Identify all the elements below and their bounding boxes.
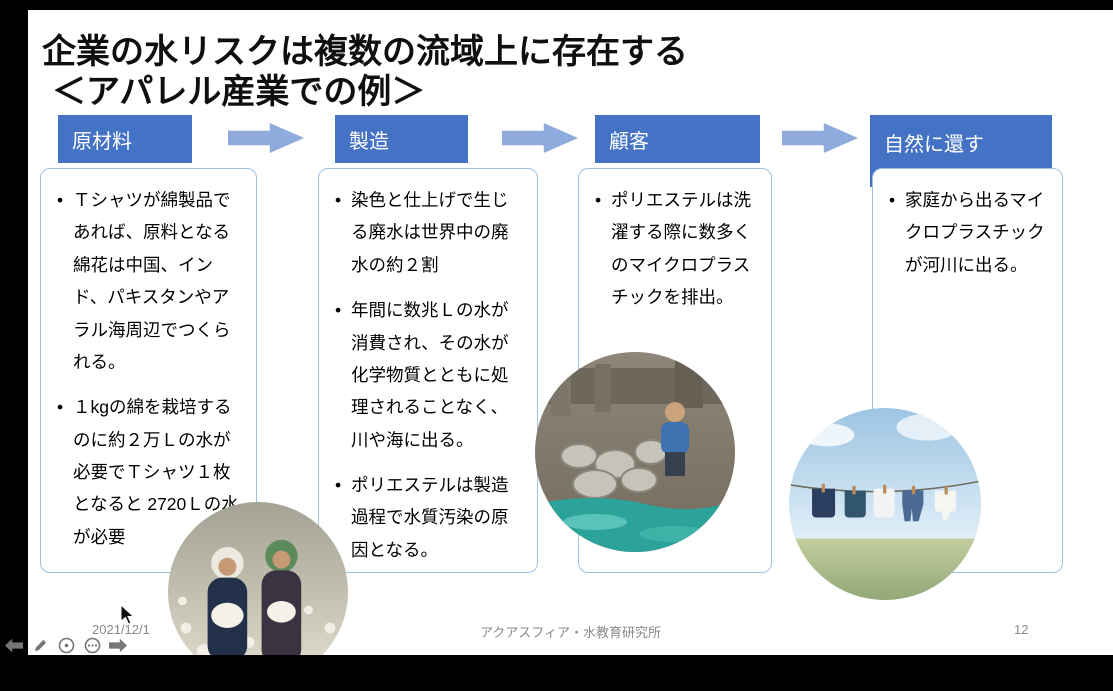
stage-header-label: 原材料 (72, 130, 132, 153)
stage-header-customers: 顧客 (595, 115, 760, 163)
footer-credit: アクアスフィア・水教育研究所 (479, 625, 662, 640)
bullet-item: 家庭から出るマイクロプラスチックが河川に出る。 (888, 184, 1048, 281)
flow-arrow-icon (228, 123, 304, 153)
bullet-item: １kgの綿を栽培するのに約２万Ｌの水が必要でＴシャツ１枚となると 2720Ｌの水… (56, 391, 242, 553)
clothesline-photo (789, 408, 981, 600)
stage-header-label: 製造 (349, 130, 389, 153)
stage-header-label: 自然に還す (884, 134, 984, 156)
previous-slide-button[interactable] (5, 637, 23, 654)
stage-header-label: 顧客 (609, 130, 649, 153)
dyeing-factory-photo (535, 352, 735, 552)
bullet-item: Ｔシャツが綿製品であれば、原料となる綿花は中国、インド、パキスタンやアラル海周辺… (56, 184, 242, 378)
stage-header-manufacturing: 製造 (335, 115, 468, 163)
footer-date: 2021/12/1 (92, 622, 150, 637)
pen-tool-button[interactable] (31, 637, 49, 654)
bullet-item: ポリエステルは製造過程で水質汚染の原因となる。 (334, 469, 523, 566)
slide-title-line2: ＜アパレル産業での例＞ (52, 73, 426, 111)
stage-header-raw-materials: 原材料 (58, 115, 192, 163)
flow-arrow-icon (782, 123, 858, 153)
flow-arrow-icon (502, 123, 578, 153)
slide-canvas[interactable]: 企業の水リスクは複数の流域上に存在する ＜アパレル産業での例＞ 原材料 製造 顧… (28, 10, 1113, 655)
bullet-item: 染色と仕上げで生じる廃水は世界中の廃水の約２割 (334, 184, 523, 281)
figure-left (207, 547, 248, 655)
annotation-tool-button[interactable] (57, 637, 75, 654)
stage-box-raw-materials: Ｔシャツが綿製品であれば、原料となる綿花は中国、インド、パキスタンやアラル海周辺… (40, 168, 257, 573)
cotton-harvest-photo (168, 502, 348, 655)
footer-page-number: 12 (1014, 622, 1029, 637)
figure-right (261, 539, 302, 655)
slideshow-controls (5, 637, 127, 654)
next-slide-button[interactable] (109, 637, 127, 654)
bullet-item: ポリエステルは洗濯する際に数多くのマイクロプラスチックを排出。 (594, 184, 757, 314)
more-options-button[interactable] (83, 637, 101, 654)
bullet-item: 年間に数兆Ｌの水が消費され、その水が化学物質とともに処理されることなく、川や海に… (334, 294, 523, 456)
stage-box-manufacturing: 染色と仕上げで生じる廃水は世界中の廃水の約２割 年間に数兆Ｌの水が消費され、その… (318, 168, 538, 573)
slide-title-line1: 企業の水リスクは複数の流域上に存在する (42, 33, 688, 71)
